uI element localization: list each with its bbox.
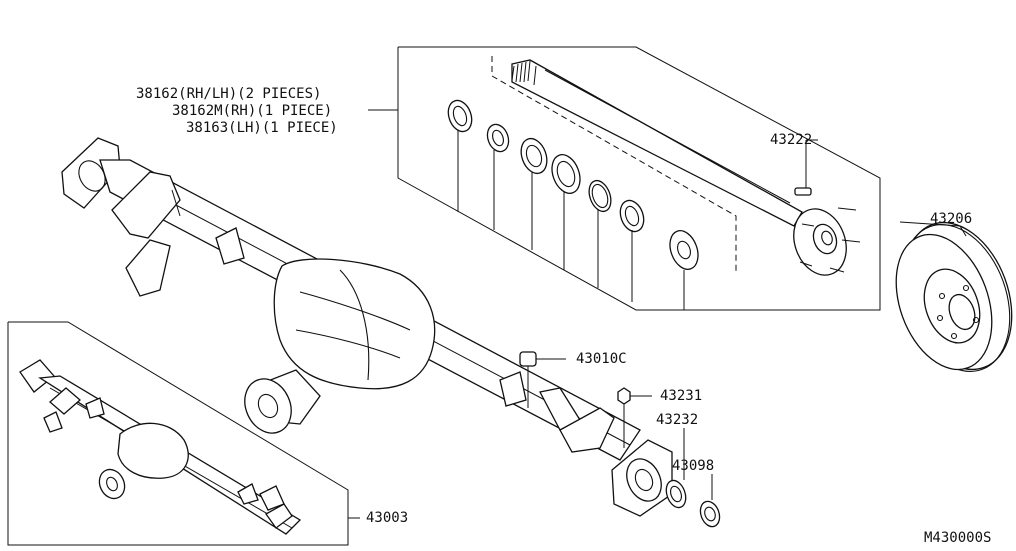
part-label-38162-rh-lh[interactable]: 38162(RH/LH)(2 PIECES) bbox=[136, 86, 322, 102]
diagram-code: M430000S bbox=[924, 530, 992, 546]
part-label-38163-lh[interactable]: 38163(LH)(1 PIECE) bbox=[186, 120, 338, 136]
part-label-43232[interactable]: 43232 bbox=[656, 412, 699, 428]
rotor-leader-line bbox=[899, 221, 961, 227]
gasket-part bbox=[665, 428, 687, 509]
shim-part bbox=[699, 474, 721, 528]
part-label-38162m-rh[interactable]: 38162M(RH)(1 PIECE) bbox=[172, 103, 333, 119]
axle-shaft-callout-box bbox=[368, 46, 881, 311]
disc-rotor-part bbox=[895, 221, 1013, 372]
part-label-43206[interactable]: 43206 bbox=[930, 211, 973, 227]
nut-part bbox=[617, 387, 652, 405]
axle-housing-main bbox=[61, 137, 673, 517]
part-label-43098[interactable]: 43098 bbox=[672, 458, 715, 474]
part-label-43010c[interactable]: 43010C bbox=[576, 351, 627, 367]
part-label-43003[interactable]: 43003 bbox=[366, 510, 409, 526]
axle-hub-flange-part bbox=[793, 207, 861, 276]
part-label-43231[interactable]: 43231 bbox=[660, 388, 703, 404]
bearing-parts-group bbox=[447, 99, 699, 310]
axle-shaft-part bbox=[511, 59, 803, 227]
hub-bolt-part bbox=[794, 139, 818, 196]
part-label-43222[interactable]: 43222 bbox=[770, 132, 813, 148]
filler-plug-part bbox=[519, 351, 566, 408]
housing-inset-box bbox=[7, 321, 360, 546]
